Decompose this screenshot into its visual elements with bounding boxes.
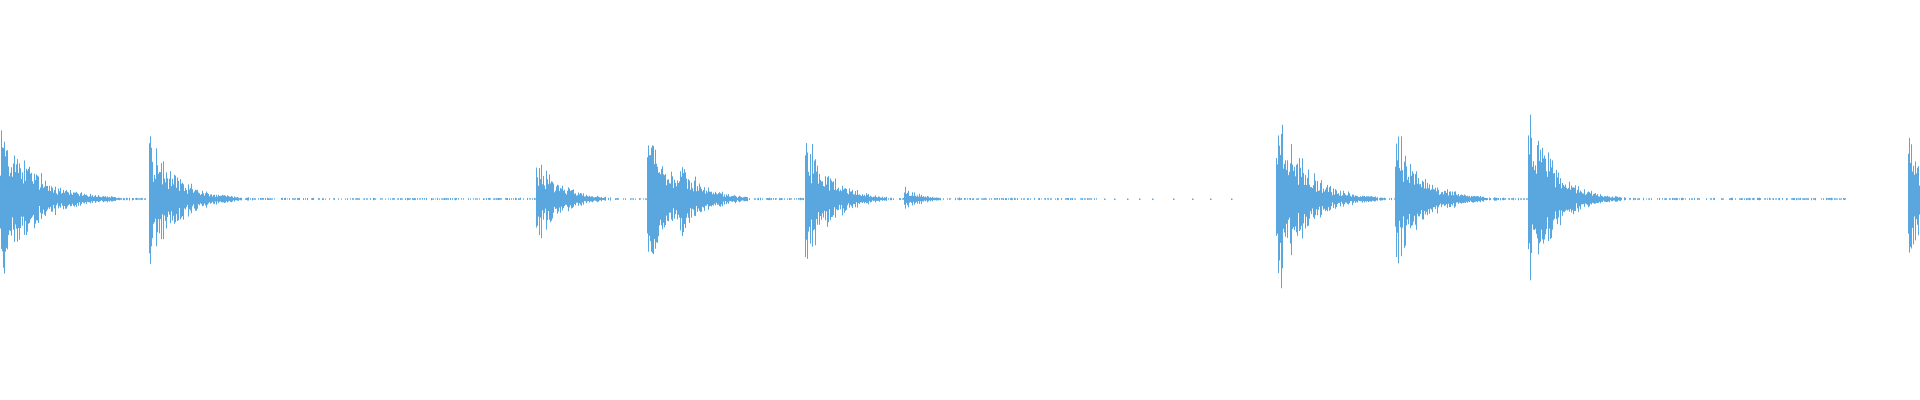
waveform-dot [1104,198,1106,200]
waveform-dot [1152,198,1154,200]
waveform-dot [1210,198,1212,200]
waveform-samples [0,114,1920,289]
waveform-dot [1192,198,1194,200]
waveform-dot [1173,198,1175,200]
waveform-dot [1114,198,1116,200]
waveform-dot [1127,198,1129,200]
waveform-dot [1139,198,1141,200]
waveform-path [0,114,1920,289]
waveform-dot [1231,198,1233,200]
